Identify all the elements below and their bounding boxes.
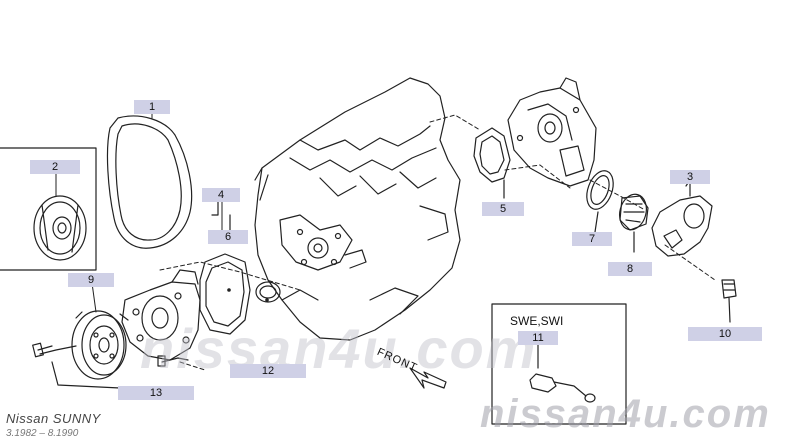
callout-13[interactable]: 13 bbox=[118, 386, 194, 400]
watermark-bottom: nissan4u.com bbox=[480, 392, 771, 436]
callout-12[interactable]: 12 bbox=[230, 364, 306, 378]
callout-8[interactable]: 8 bbox=[608, 262, 652, 276]
pulley-bolt bbox=[32, 342, 77, 358]
callout-9[interactable]: 9 bbox=[68, 273, 114, 287]
callout-2[interactable]: 2 bbox=[30, 160, 80, 174]
callout-6[interactable]: 6 bbox=[208, 230, 248, 244]
thermostat bbox=[619, 193, 649, 253]
inset-label: SWE,SWI bbox=[510, 314, 564, 328]
watermark-center: nissan4u.com bbox=[140, 317, 538, 380]
crankshaft-pulley bbox=[0, 147, 97, 271]
thermostat-housing bbox=[651, 179, 713, 257]
callout-13-leader bbox=[51, 361, 121, 389]
callout-1[interactable]: 1 bbox=[134, 100, 170, 114]
engine-block-outline bbox=[254, 77, 461, 341]
water-pump bbox=[121, 269, 201, 361]
front-arrow-icon bbox=[409, 367, 447, 389]
water-outlet-housing bbox=[507, 77, 597, 187]
pump-bolts bbox=[157, 355, 189, 367]
drive-belt bbox=[106, 115, 193, 249]
leader-lines-dashed bbox=[159, 114, 716, 371]
water-pump-pulley bbox=[71, 310, 129, 380]
production-dates: 3.1982 – 8.1990 bbox=[6, 428, 79, 439]
outlet-gasket bbox=[473, 127, 511, 199]
pump-housing-gasket bbox=[255, 281, 281, 303]
sensor-inset-box bbox=[491, 303, 627, 425]
callout-10[interactable]: 10 bbox=[688, 327, 762, 341]
thermostat-gasket bbox=[586, 170, 614, 233]
model-title: Nissan SUNNY bbox=[6, 411, 101, 426]
temperature-sender bbox=[721, 279, 737, 323]
callout-4[interactable]: 4 bbox=[202, 188, 240, 202]
callout-7[interactable]: 7 bbox=[572, 232, 612, 246]
callout-5[interactable]: 5 bbox=[482, 202, 524, 216]
callout-11[interactable]: 11 bbox=[518, 331, 558, 345]
water-pump-gasket bbox=[199, 197, 251, 335]
callout-3[interactable]: 3 bbox=[670, 170, 710, 184]
